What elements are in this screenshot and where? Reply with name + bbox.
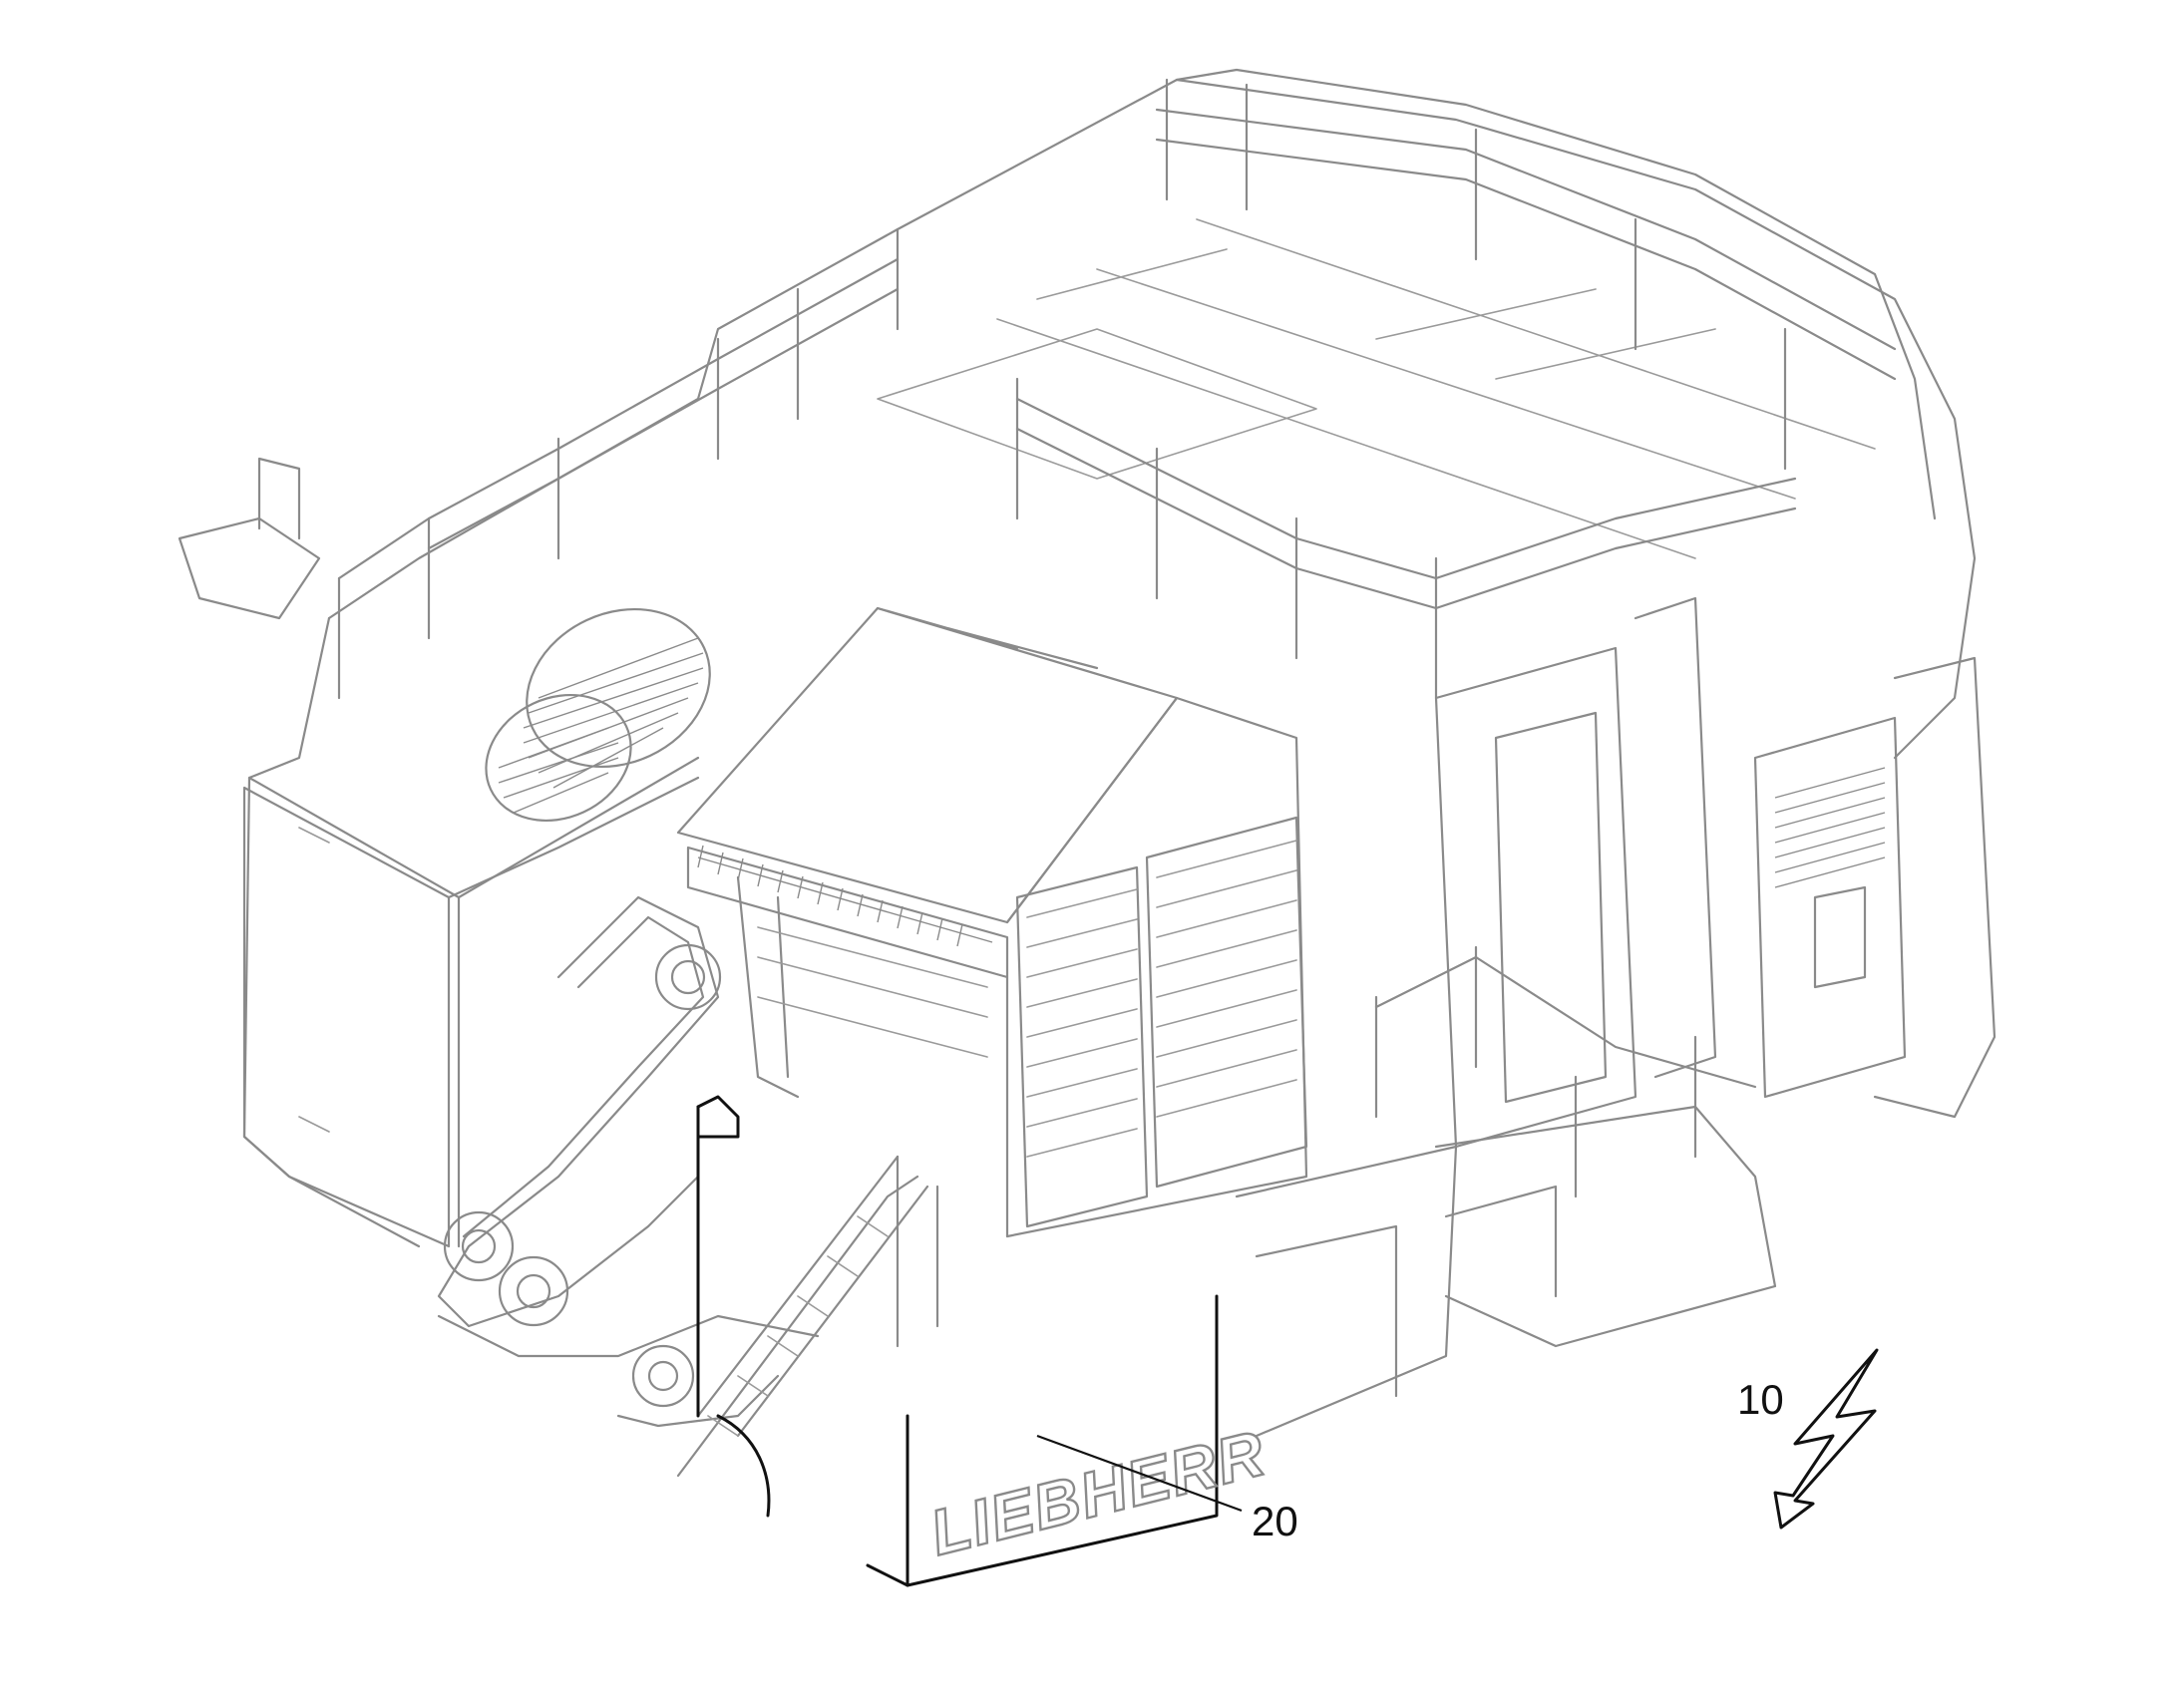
lightning-bolt-icon bbox=[1773, 1348, 1879, 1530]
callout-10-group: 10 bbox=[1737, 1348, 1879, 1530]
front-panel-20: LIEBHERR bbox=[696, 1095, 1274, 1587]
callout-20-group: 20 bbox=[1036, 1434, 1298, 1544]
right-side-structure bbox=[1235, 596, 1997, 1438]
radiator-fan bbox=[485, 607, 711, 823]
access-stairs bbox=[676, 1155, 939, 1478]
boom-linkage bbox=[437, 895, 820, 1428]
liebherr-logo: LIEBHERR bbox=[923, 1417, 1272, 1569]
operator-cab bbox=[676, 606, 1308, 1238]
upper-deck bbox=[242, 68, 1977, 1248]
left-housing bbox=[242, 776, 700, 1248]
callout-10-label: 10 bbox=[1737, 1376, 1784, 1423]
handrails bbox=[178, 78, 1897, 1198]
callout-20-label: 20 bbox=[1252, 1498, 1298, 1544]
